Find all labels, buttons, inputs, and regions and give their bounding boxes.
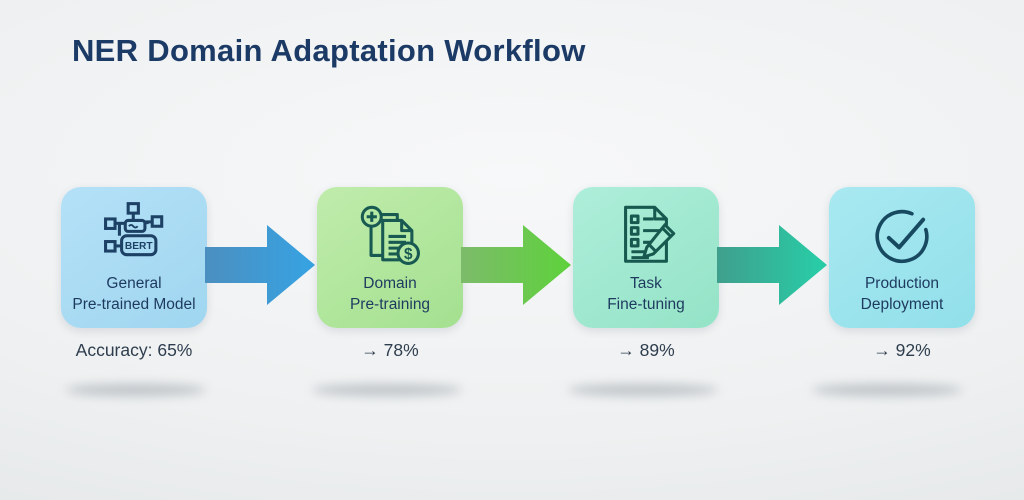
- step-label: General Pre-trained Model: [72, 275, 196, 313]
- step-label: Domain Pre-training: [349, 275, 431, 313]
- checklist-pencil-icon: [611, 199, 681, 271]
- step-metric-accuracy: → 89%: [617, 340, 675, 360]
- step-label: Task Fine-tuning: [607, 275, 685, 313]
- step-label: Production Deployment: [860, 275, 944, 313]
- check-circle-icon: [867, 199, 937, 271]
- step-metric-accuracy: → 92%: [873, 340, 931, 360]
- svg-text:$: $: [404, 246, 413, 263]
- documents-plus-dollar-icon: $: [355, 199, 425, 271]
- step-card-task-finetuning: Task Fine-tuning: [573, 187, 719, 328]
- bert-model-network-icon: BERT: [99, 199, 169, 271]
- step-metric-accuracy: Accuracy: 65%: [75, 340, 193, 360]
- floor-shadow: [312, 384, 462, 396]
- flow-arrow-2: [461, 223, 573, 307]
- page-title: NER Domain Adaptation Workflow: [72, 33, 586, 68]
- step-card-general-pretrained-model: BERT General Pre-trained Model: [61, 187, 207, 328]
- floor-shadow: [66, 384, 206, 396]
- floor-shadow: [568, 384, 718, 396]
- flow-arrow-1: [205, 223, 317, 307]
- step-card-domain-pretraining: $ Domain Pre-training: [317, 187, 463, 328]
- step-metric-accuracy: → 78%: [361, 340, 419, 360]
- svg-text:BERT: BERT: [125, 241, 154, 252]
- flow-arrow-3: [717, 223, 829, 307]
- step-card-production-deployment: Production Deployment: [829, 187, 975, 328]
- floor-shadow: [812, 384, 962, 396]
